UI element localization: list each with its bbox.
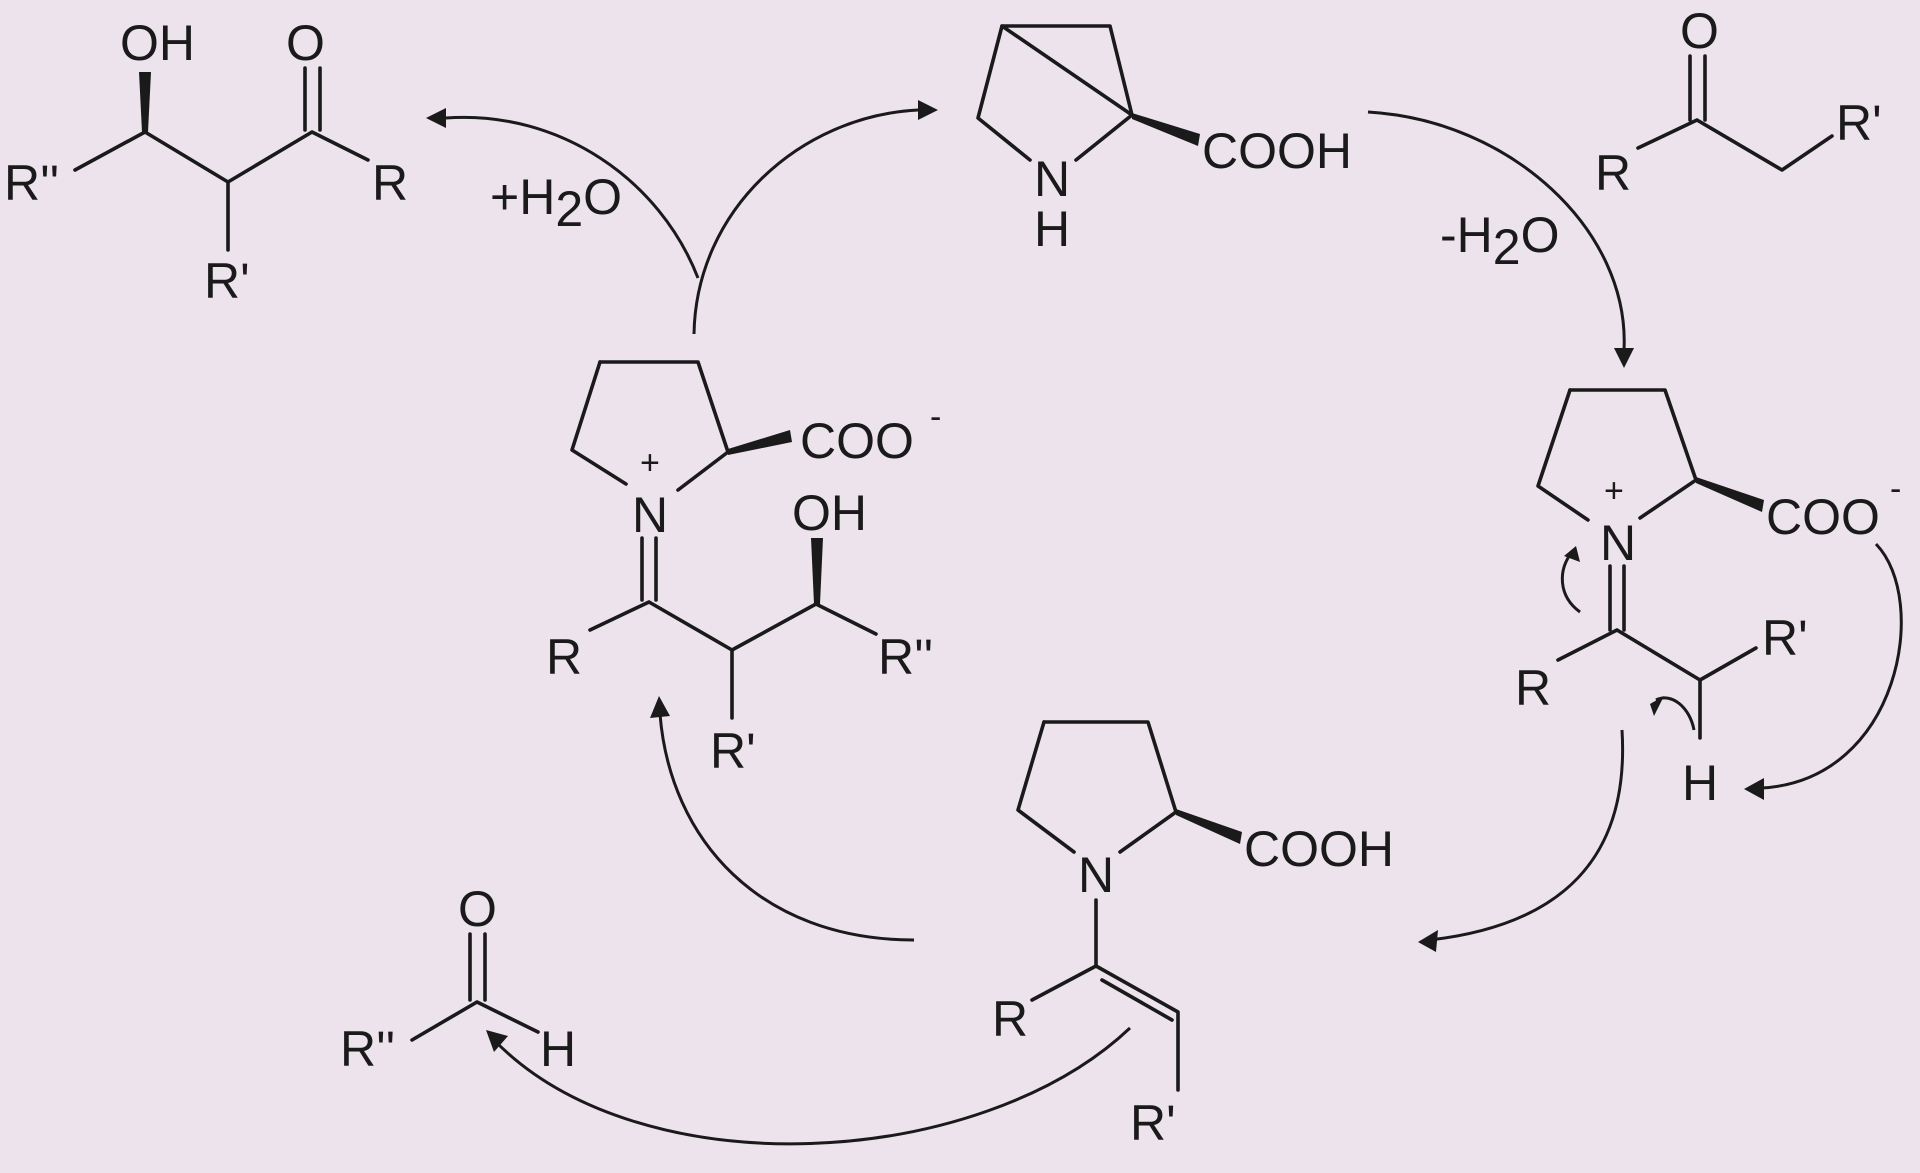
iminium-right-structure: + N COO - R R' H bbox=[1515, 388, 1901, 811]
cycle-arrows bbox=[426, 100, 1903, 1146]
iminium-left-plus-label: + bbox=[640, 444, 660, 482]
iminium-right-n-label: N bbox=[1600, 515, 1636, 571]
arrow-iminium-to-product bbox=[445, 115, 700, 279]
plus-water-label: +H2O bbox=[490, 169, 622, 237]
aldehyde-h-label: H bbox=[540, 1021, 576, 1077]
aldol-product-structure: OH O R'' R R' bbox=[4, 15, 408, 309]
iminium-right-h-label: H bbox=[1682, 755, 1718, 811]
enamine-structure: N COOH R R' bbox=[992, 720, 1394, 1151]
iminium-left-structure: + N COO - OH R R' R'' bbox=[546, 360, 941, 779]
ketone-r-label: R bbox=[1595, 145, 1631, 201]
aldehyde-o-label: O bbox=[458, 881, 497, 937]
iminium-left-r2-label: R'' bbox=[878, 629, 933, 685]
ketone-r1-label: R' bbox=[1836, 95, 1882, 151]
product-r1-label: R' bbox=[204, 253, 250, 309]
svg-text:+H2O: +H2O bbox=[490, 169, 622, 237]
iminium-left-r1-label: R' bbox=[710, 723, 756, 779]
arrow-h-to-enamine-bond bbox=[1655, 696, 1696, 731]
enamine-n-label: N bbox=[1078, 847, 1114, 903]
iminium-left-r-label: R bbox=[546, 629, 582, 685]
product-oh-label: OH bbox=[120, 15, 195, 71]
iminium-left-n-label: N bbox=[632, 487, 668, 543]
proline-h-label: H bbox=[1034, 201, 1070, 257]
enamine-r-label: R bbox=[992, 991, 1028, 1047]
product-r2-label: R'' bbox=[4, 155, 59, 211]
enamine-r1-label: R' bbox=[1130, 1095, 1176, 1151]
proline-structure: COOH N H bbox=[976, 24, 1352, 257]
iminium-right-coo-label: COO bbox=[1766, 489, 1880, 545]
arrow-carboxylate-to-h bbox=[1761, 542, 1903, 790]
ketone-structure: O R R' bbox=[1595, 3, 1882, 201]
arrow-enamine-to-aldehyde bbox=[492, 1026, 1132, 1146]
aldehyde-structure: O R'' H bbox=[340, 881, 576, 1077]
arrow-enamine-to-iminium bbox=[658, 713, 915, 942]
arrow-iminium-to-proline bbox=[692, 108, 919, 335]
minus-water-label: -H2O bbox=[1440, 207, 1559, 275]
iminium-right-minus-label: - bbox=[1890, 470, 1901, 508]
iminium-left-oh-label: OH bbox=[792, 485, 867, 541]
arrow-iminium-to-enamine bbox=[1429, 729, 1625, 942]
proline-n-label: N bbox=[1034, 151, 1070, 207]
ketone-o-label: O bbox=[1680, 3, 1719, 59]
iminium-left-minus-label: - bbox=[930, 398, 941, 436]
product-o-label: O bbox=[286, 15, 325, 71]
arrow-proline-to-iminium bbox=[1367, 110, 1626, 351]
enamine-cooh-label: COOH bbox=[1244, 821, 1394, 877]
iminium-left-coo-label: COO bbox=[800, 413, 914, 469]
aldehyde-r2-label: R'' bbox=[340, 1021, 395, 1077]
iminium-right-r1-label: R' bbox=[1762, 610, 1808, 666]
svg-text:-H2O: -H2O bbox=[1440, 207, 1559, 275]
iminium-right-r-label: R bbox=[1515, 660, 1551, 716]
iminium-right-plus-label: + bbox=[1604, 472, 1624, 510]
product-r-label: R bbox=[372, 155, 408, 211]
proline-cooh-label: COOH bbox=[1202, 123, 1352, 179]
